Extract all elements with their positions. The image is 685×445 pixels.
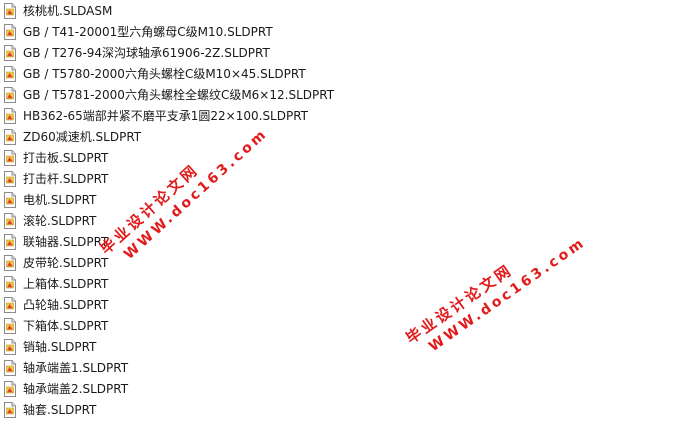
watermark-url: WWW.doc163.com xyxy=(121,125,272,263)
file-name: HB362-65端部并紧不磨平支承1圆22×100.SLDPRT xyxy=(23,109,309,123)
part-file-icon xyxy=(4,192,16,208)
file-name: GB / T5781-2000六角头螺栓全螺纹C级M6×12.SLDPRT xyxy=(23,88,335,102)
file-item[interactable]: ZD60减速机.SLDPRT xyxy=(3,127,141,147)
file-name: 联轴器.SLDPRT xyxy=(23,235,109,249)
part-file-icon xyxy=(4,360,16,376)
assembly-file-icon xyxy=(4,3,16,19)
part-file-icon xyxy=(4,276,16,292)
file-name: 打击板.SLDPRT xyxy=(23,151,109,165)
file-item[interactable]: GB / T276-94深沟球轴承61906-2Z.SLDPRT xyxy=(3,43,270,63)
file-item[interactable]: 凸轮轴.SLDPRT xyxy=(3,295,108,315)
file-name: GB / T276-94深沟球轴承61906-2Z.SLDPRT xyxy=(23,46,270,60)
file-name: 凸轮轴.SLDPRT xyxy=(23,298,109,312)
file-name: 轴承端盖1.SLDPRT xyxy=(23,361,129,375)
part-file-icon xyxy=(4,66,16,82)
file-name: 轴承端盖2.SLDPRT xyxy=(23,382,129,396)
file-name: 打击杆.SLDPRT xyxy=(23,172,109,186)
watermark-right: 毕业设计论文网 WWW.doc163.com xyxy=(402,216,590,364)
file-item[interactable]: 电机.SLDPRT xyxy=(3,190,96,210)
file-item[interactable]: GB / T5781-2000六角头螺栓全螺纹C级M6×12.SLDPRT xyxy=(3,85,334,105)
file-item[interactable]: 轴套.SLDPRT xyxy=(3,400,96,420)
file-name: 下箱体.SLDPRT xyxy=(23,319,109,333)
part-file-icon xyxy=(4,297,16,313)
part-file-icon xyxy=(4,108,16,124)
watermark-url: WWW.doc163.com xyxy=(426,234,589,356)
part-file-icon xyxy=(4,150,16,166)
part-file-icon xyxy=(4,255,16,271)
file-item[interactable]: 轴承端盖2.SLDPRT xyxy=(3,379,128,399)
file-name: GB / T5780-2000六角头螺栓C级M10×45.SLDPRT xyxy=(23,67,306,81)
part-file-icon xyxy=(4,234,16,250)
file-item[interactable]: 联轴器.SLDPRT xyxy=(3,232,108,252)
file-name: 轴套.SLDPRT xyxy=(23,403,97,417)
file-item[interactable]: 销轴.SLDPRT xyxy=(3,337,96,357)
file-item[interactable]: HB362-65端部并紧不磨平支承1圆22×100.SLDPRT xyxy=(3,106,308,126)
file-item[interactable]: 打击杆.SLDPRT xyxy=(3,169,108,189)
part-file-icon xyxy=(4,171,16,187)
part-file-icon xyxy=(4,87,16,103)
file-name: 销轴.SLDPRT xyxy=(23,340,97,354)
file-item[interactable]: 下箱体.SLDPRT xyxy=(3,316,108,336)
file-item[interactable]: 打击板.SLDPRT xyxy=(3,148,108,168)
file-item[interactable]: 滚轮.SLDPRT xyxy=(3,211,96,231)
file-name: 核桃机.SLDASM xyxy=(23,4,113,18)
part-file-icon xyxy=(4,24,16,40)
file-name: ZD60减速机.SLDPRT xyxy=(23,130,142,144)
file-item[interactable]: 核桃机.SLDASM xyxy=(3,1,112,21)
file-name: 皮带轮.SLDPRT xyxy=(23,256,109,270)
part-file-icon xyxy=(4,381,16,397)
file-name: 上箱体.SLDPRT xyxy=(23,277,109,291)
file-item[interactable]: GB / T5780-2000六角头螺栓C级M10×45.SLDPRT xyxy=(3,64,306,84)
part-file-icon xyxy=(4,129,16,145)
file-name: 电机.SLDPRT xyxy=(23,193,97,207)
file-item[interactable]: 轴承端盖1.SLDPRT xyxy=(3,358,128,378)
file-item[interactable]: GB / T41-20001型六角螺母C级M10.SLDPRT xyxy=(3,22,273,42)
part-file-icon xyxy=(4,318,16,334)
part-file-icon xyxy=(4,339,16,355)
part-file-icon xyxy=(4,402,16,418)
watermark-title: 毕业设计论文网 xyxy=(402,260,517,348)
part-file-icon xyxy=(4,213,16,229)
file-name: 滚轮.SLDPRT xyxy=(23,214,97,228)
file-name: GB / T41-20001型六角螺母C级M10.SLDPRT xyxy=(23,25,273,39)
file-item[interactable]: 皮带轮.SLDPRT xyxy=(3,253,108,273)
part-file-icon xyxy=(4,45,16,61)
file-item[interactable]: 上箱体.SLDPRT xyxy=(3,274,108,294)
